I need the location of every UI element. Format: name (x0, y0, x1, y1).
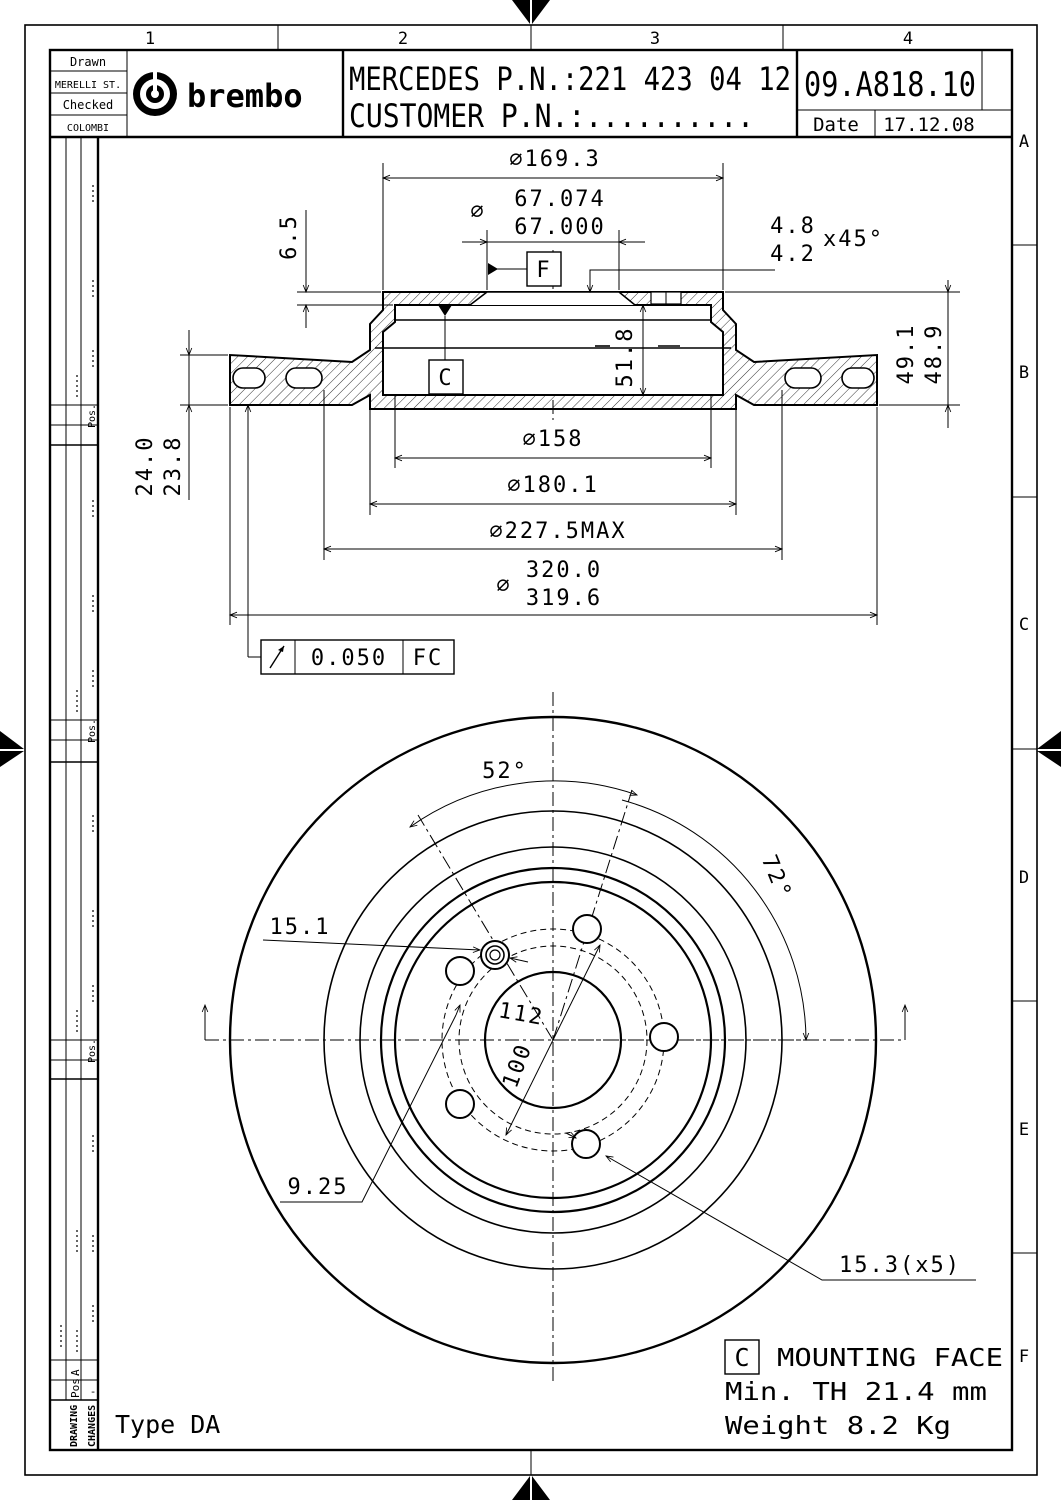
datum-c-section: C (428, 305, 464, 395)
grid-col-2: 2 (398, 29, 408, 49)
bolt-holes (445, 914, 679, 1159)
brembo-part-number: 09.A818.10 (804, 65, 976, 105)
grid-row-b: B (1019, 363, 1029, 383)
pos-label-4: Pos. (69, 1372, 82, 1399)
checked-by: COLOMBI (67, 123, 109, 134)
drawing-label: DRAWING (69, 1405, 80, 1447)
disc-cross-section: ∅169.3 ∅ 67.074 67.000 4.8 4.2 x45° F 6.… (133, 147, 960, 675)
dim-180-1: ∅180.1 (507, 473, 598, 498)
date-value: 17.12.08 (883, 114, 975, 136)
dim-pcd-112: 112 (496, 998, 545, 1031)
dim-67-diameter-symbol: ∅ (470, 199, 485, 224)
dim-227-5: ∅227.5MAX (489, 519, 626, 544)
pos-label-1: Pos. (87, 404, 98, 428)
strip-dash: - (90, 1385, 97, 1398)
datum-c-label: C (438, 366, 453, 391)
min-thickness: Min. TH 21.4 mm (725, 1377, 987, 1406)
disc-type: Type DA (115, 1410, 220, 1439)
pin-hole (480, 940, 510, 970)
brembo-logo: brembo (133, 70, 303, 116)
dim-6-5: 6.5 (277, 214, 302, 260)
grid-labels: 1 2 3 4 A B C D E F (145, 29, 1029, 1367)
chamfer-max: 4.8 (770, 214, 816, 239)
datum-f-label: F (536, 258, 551, 283)
disc-front-view: 52° 72° 15.1 112 100 9.25 15.3(x5) (201, 692, 976, 1385)
grid-row-e: E (1019, 1120, 1029, 1140)
runout-datum: FC (413, 646, 444, 671)
dim-319-6: 319.6 (526, 586, 602, 611)
chamfer-min: 4.2 (770, 242, 816, 267)
dim-pin-hole-15-1: 15.1 (270, 915, 331, 940)
dim-51-8: 51.8 (613, 327, 638, 388)
grid-row-d: D (1019, 868, 1029, 888)
chamfer-angle: x45° (823, 227, 884, 252)
dim-48-9: 48.9 (922, 324, 947, 385)
mounting-face-label: MOUNTING FACE (777, 1343, 1003, 1372)
grid-row-a: A (1019, 132, 1029, 152)
dim-pin-9-25: 9.25 (288, 1175, 349, 1200)
dim-320-diameter-symbol: ∅ (496, 573, 511, 598)
logo-wordmark: brembo (187, 77, 303, 115)
a-label: A (69, 1369, 82, 1376)
grid-col-4: 4 (903, 29, 913, 49)
vent-slots (232, 367, 875, 389)
drawn-by: MERELLI ST. (55, 80, 121, 91)
angle-72: 72° (756, 852, 796, 904)
dim-320-0: 320.0 (526, 558, 602, 583)
title-block: Drawn MERELLI ST. Checked COLOMBI brembo… (50, 50, 1012, 139)
dim-49-1: 49.1 (894, 324, 919, 385)
notes: C MOUNTING FACE Min. TH 21.4 mm Weight 8… (115, 1339, 1003, 1440)
oem-part-number: MERCEDES P.N.:221 423 04 12 (349, 60, 791, 98)
checked-label: Checked (63, 98, 114, 112)
grid-row-f: F (1019, 1347, 1029, 1367)
dim-bolt-holes: 15.3(x5) (839, 1253, 961, 1278)
dim-158: ∅158 (523, 427, 584, 452)
dim-23-8: 23.8 (161, 436, 186, 497)
weight: Weight 8.2 Kg (725, 1411, 951, 1440)
pos-label-2: Pos. (87, 719, 98, 743)
datum-f: F (488, 251, 562, 287)
dim-67-000: 67.000 (514, 215, 605, 240)
dim-24-0: 24.0 (133, 436, 158, 497)
drawn-label: Drawn (70, 55, 106, 69)
customer-part-number: CUSTOMER P.N.:.......... (349, 97, 754, 135)
angle-52: 52° (482, 759, 528, 784)
revision-strip: Pos. Pos. Pos. Pos. A - CHANGES DRAWING (50, 137, 100, 1450)
grid-row-c: C (1019, 615, 1029, 635)
dim-169-3: ∅169.3 (509, 147, 600, 172)
pos-label-3: Pos. (87, 1039, 98, 1063)
grid-col-3: 3 (650, 29, 660, 49)
runout-value: 0.050 (311, 646, 387, 671)
grid-col-1: 1 (145, 29, 155, 49)
date-label: Date (813, 114, 859, 136)
dim-67-074: 67.074 (514, 187, 605, 212)
mounting-face-datum: C (734, 1343, 749, 1372)
changes-label: CHANGES (87, 1405, 98, 1447)
runout-tolerance-frame: 0.050 FC (244, 403, 455, 675)
